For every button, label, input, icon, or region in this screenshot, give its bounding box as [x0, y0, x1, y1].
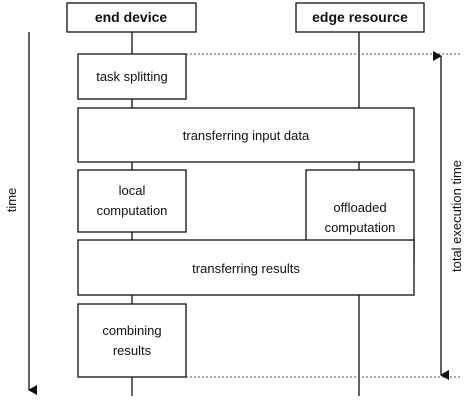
local-computation-label-line1: local: [119, 183, 146, 198]
end-device-header-box: [66, 2, 197, 33]
time-axis-label: time: [4, 188, 19, 213]
end-device-header: end device: [95, 9, 168, 25]
combining-results-label-line2: results: [113, 343, 152, 358]
task-splitting-label: task splitting: [96, 69, 168, 84]
combining-results-box: [77, 303, 187, 378]
transferring-results-label: transferring results: [192, 261, 300, 276]
offloaded-computation-label-line2: computation: [325, 220, 396, 235]
task-splitting-box: [77, 53, 187, 100]
transferring-results-box: [77, 239, 415, 296]
local-computation-box: [77, 169, 187, 233]
transferring-input-box: [77, 107, 415, 163]
edge-resource-header: edge resource: [312, 9, 408, 25]
transferring-input-label: transferring input data: [183, 128, 310, 143]
total-execution-time-label: total execution time: [449, 160, 464, 272]
local-computation-label-line2: computation: [97, 203, 168, 218]
combining-results-label-line1: combining: [102, 323, 161, 338]
edge-resource-header-box: [295, 2, 425, 33]
offloaded-computation-label-line1: offloaded: [333, 200, 386, 215]
